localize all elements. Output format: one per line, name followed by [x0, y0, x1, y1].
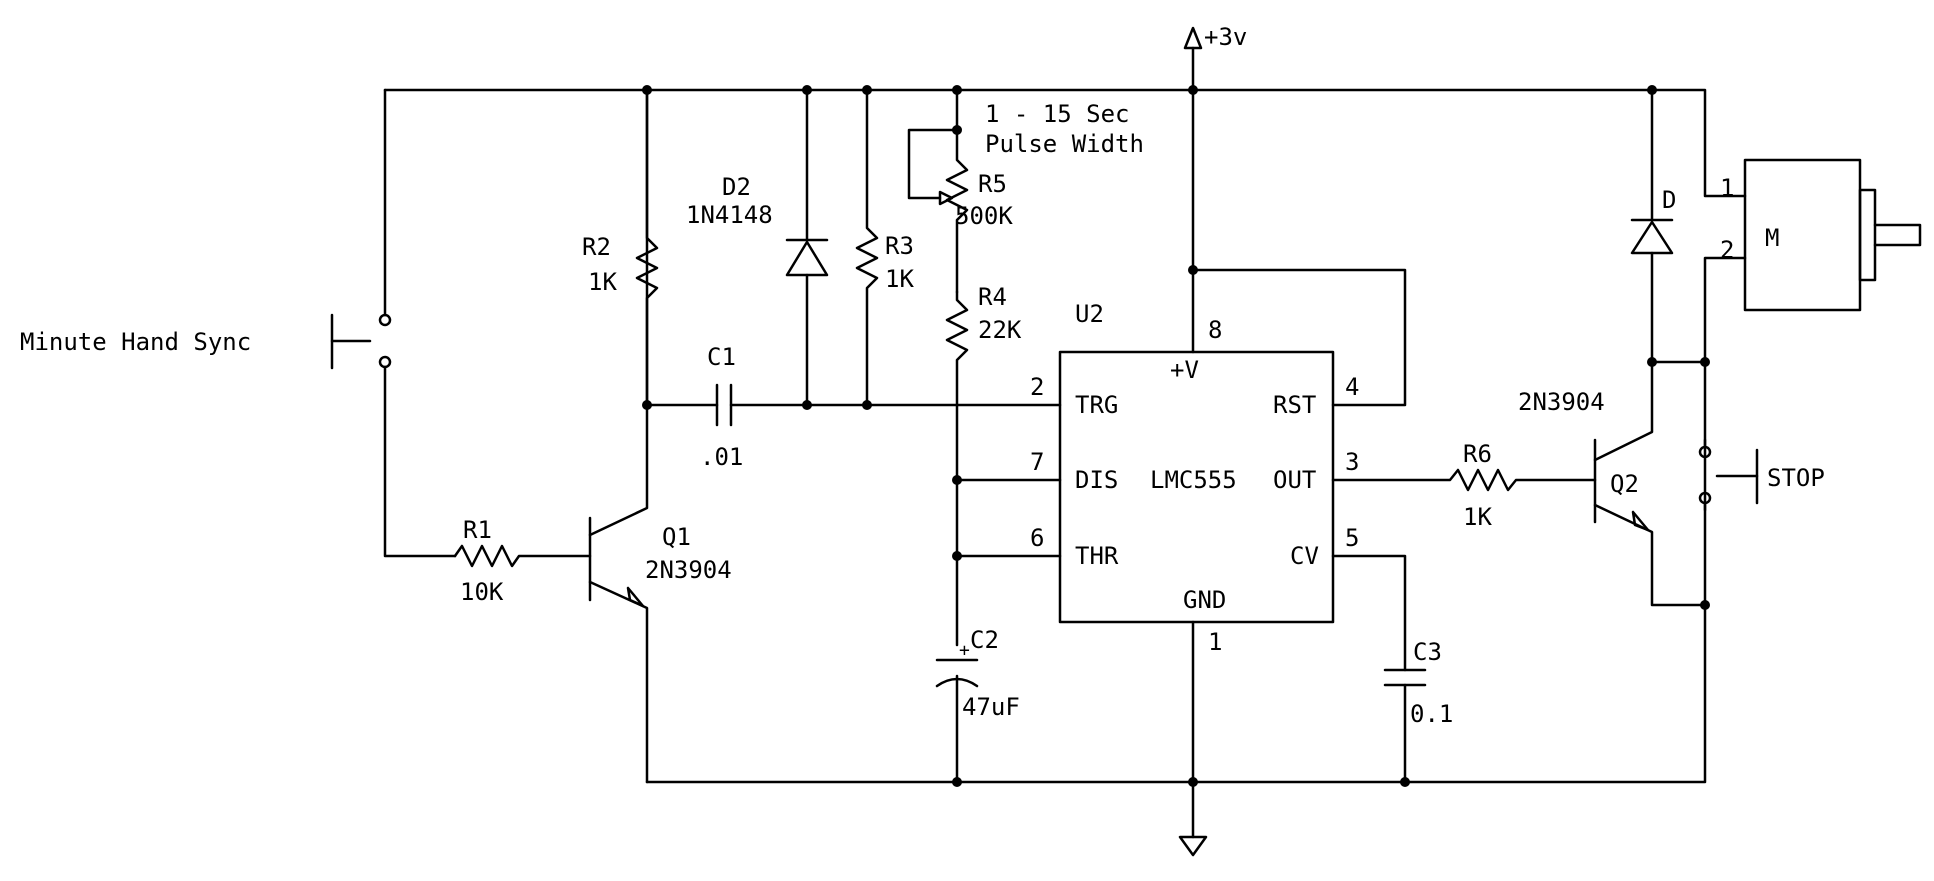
d2-value: 1N4148 [686, 201, 773, 229]
stop-switch-label: STOP [1767, 464, 1825, 492]
pin-thr-name: THR [1075, 542, 1119, 570]
c2-capacitor [935, 658, 979, 784]
motor-pin2: 2 [1720, 236, 1734, 264]
stop-switch [1698, 438, 1759, 512]
motor-ref: M [1765, 224, 1779, 252]
d2-diode [785, 88, 829, 407]
c1-value: .01 [700, 443, 743, 471]
r2-resistor [635, 88, 659, 407]
q2-transistor [1593, 360, 1707, 607]
pin-dis-name: DIS [1075, 466, 1118, 494]
r5-value: 500K [955, 202, 1013, 230]
junction-dots [642, 85, 1710, 787]
q1-transistor [588, 88, 649, 784]
pin-cv-num: 5 [1345, 524, 1359, 552]
pin-cv-name: CV [1290, 542, 1319, 570]
pin-rst-num: 4 [1345, 373, 1359, 401]
r5-ref: R5 [978, 170, 1007, 198]
c1-capacitor [645, 383, 1062, 427]
r3-value: 1K [885, 265, 914, 293]
q2-value: 2N3904 [1518, 388, 1605, 416]
d-ref: D [1662, 186, 1676, 214]
sync-switch [330, 88, 457, 558]
pin-vcc-name: +V [1170, 356, 1199, 384]
vcc-reset-wire [1191, 88, 1407, 407]
d-diode [1630, 88, 1674, 364]
pulse-width-annotation-line2: Pulse Width [985, 130, 1144, 158]
r2-value: 1K [588, 268, 617, 296]
c1-ref: C1 [707, 343, 736, 371]
q2-ref: Q2 [1610, 470, 1639, 498]
r5-potentiometer [907, 88, 969, 294]
top-supply-rail [383, 88, 1747, 198]
dis-thr-wires [955, 478, 1062, 558]
pin-rst-name: RST [1273, 391, 1316, 419]
c3-ref: C3 [1413, 638, 1442, 666]
motor [1743, 158, 1922, 312]
pin-out-num: 3 [1345, 448, 1359, 476]
r2-ref: R2 [582, 233, 611, 261]
r4-ref: R4 [978, 283, 1007, 311]
c2-polarity: + [959, 640, 970, 661]
pin-trg-num: 2 [1030, 373, 1044, 401]
r3-resistor [855, 88, 879, 407]
ic-body [1058, 350, 1335, 624]
pulse-width-annotation-line1: 1 - 15 Sec [985, 100, 1130, 128]
bottom-ground-rail [645, 256, 1747, 784]
r3-ref: R3 [885, 232, 914, 260]
c3-capacitor [1331, 554, 1427, 784]
c2-ref: C2 [970, 626, 999, 654]
r6-value: 1K [1463, 503, 1492, 531]
pin-out-name: OUT [1273, 466, 1316, 494]
ic-name: LMC555 [1150, 466, 1237, 494]
ground-symbol [1178, 780, 1208, 857]
r1-value: 10K [460, 578, 504, 606]
c3-value: 0.1 [1410, 700, 1453, 728]
pin-thr-num: 6 [1030, 524, 1044, 552]
sync-switch-label: Minute Hand Sync [20, 328, 251, 356]
ic-ref: U2 [1075, 300, 1104, 328]
pin-vcc-num: 8 [1208, 316, 1222, 344]
pin-dis-num: 7 [1030, 448, 1044, 476]
r1-ref: R1 [463, 516, 492, 544]
q1-ref: Q1 [662, 523, 691, 551]
pin-trg-name: TRG [1075, 391, 1118, 419]
supply-arrow [1183, 26, 1203, 92]
pin-gnd-name: GND [1183, 586, 1226, 614]
pin-gnd-num: 1 [1208, 628, 1222, 656]
r4-value: 22K [978, 316, 1022, 344]
r6-ref: R6 [1463, 440, 1492, 468]
c2-value: 47uF [962, 693, 1020, 721]
q1-value: 2N3904 [645, 556, 732, 584]
r4-resistor [945, 290, 969, 647]
r6-resistor [1331, 468, 1597, 492]
d2-ref: D2 [722, 173, 751, 201]
r1-resistor [453, 544, 592, 568]
motor-pin1: 1 [1720, 174, 1734, 202]
supply-label: +3v [1204, 23, 1247, 51]
